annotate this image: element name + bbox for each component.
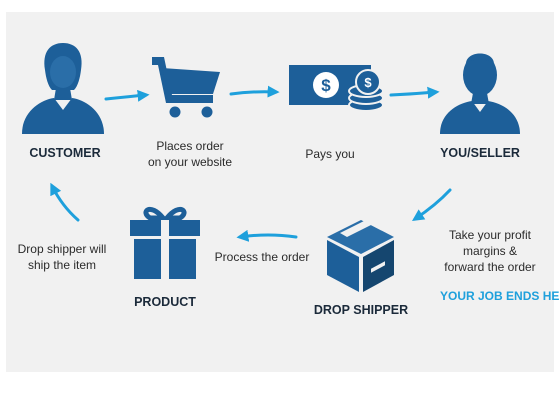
arrow-product-to-customer: [50, 182, 80, 222]
profit-caption-line1: Take your profit: [448, 228, 532, 242]
shipper-label: DROP SHIPPER: [313, 303, 409, 317]
profit-caption-line2: margins &: [462, 244, 518, 258]
profit-caption: Take your profit margins & forward the o…: [430, 227, 550, 275]
ship-caption-line2: ship the item: [27, 258, 97, 272]
cart-caption-line2: on your website: [147, 155, 233, 169]
cart-caption: Places order on your website: [138, 138, 242, 170]
cash-coins-icon: $ $: [289, 65, 384, 112]
arrow-cart-to-payment: [229, 85, 280, 98]
callout-line1: YOUR JOB: [440, 289, 503, 303]
cart-caption-line1: Places order: [156, 139, 224, 153]
box-icon: [327, 216, 394, 292]
ship-caption: Drop shipper will ship the item: [10, 241, 114, 273]
person-male-icon: [440, 53, 520, 134]
profit-caption-line3: forward the order: [444, 260, 536, 274]
arrow-payment-to-seller: [389, 86, 440, 99]
ship-caption-line1: Drop shipper will: [17, 242, 107, 256]
payment-caption: Pays you: [305, 147, 355, 161]
gift-icon: [130, 206, 200, 279]
person-female-icon: [22, 43, 104, 134]
process-caption: Process the order: [214, 250, 310, 264]
seller-label: YOU/SELLER: [440, 146, 520, 160]
customer-label: CUSTOMER: [29, 146, 101, 160]
shopping-cart-icon: [152, 57, 220, 118]
product-label: PRODUCT: [134, 295, 196, 309]
arrow-seller-to-shipper: [412, 188, 452, 221]
callout-line2: ENDS HERE!: [506, 289, 560, 303]
arrow-shipper-to-product: [236, 229, 298, 242]
diagram-panel: [6, 12, 554, 372]
arrow-customer-to-cart: [104, 89, 150, 102]
svg-text:$: $: [364, 75, 372, 90]
svg-text:$: $: [321, 76, 331, 95]
callout: YOUR JOB ENDS HERE!: [440, 288, 560, 304]
